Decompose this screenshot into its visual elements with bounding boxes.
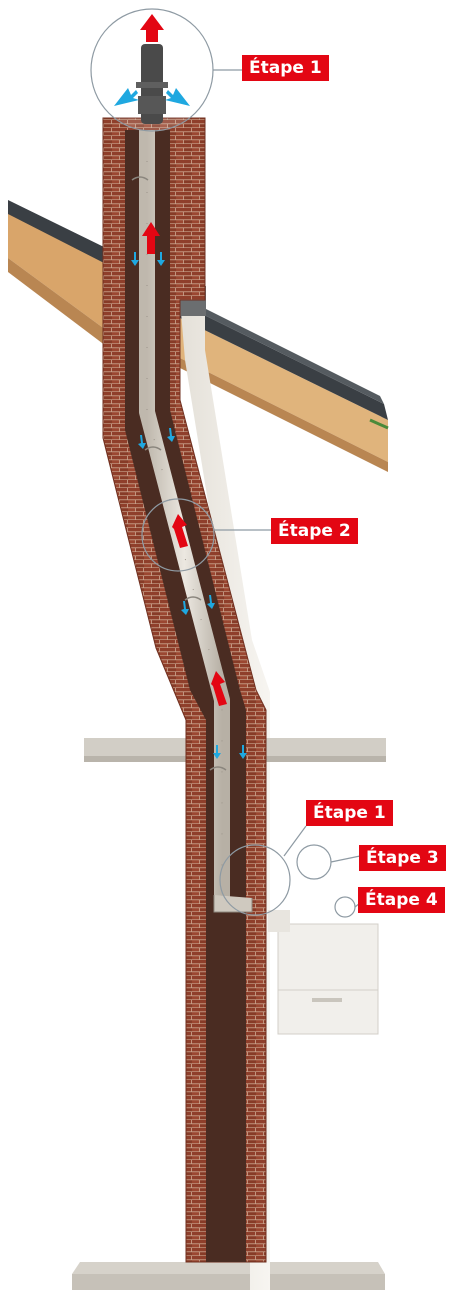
boiler [268,910,378,1034]
step-3-label: Étape 3 [359,845,446,871]
brick-chimney [103,118,266,1262]
step-4-label: Étape 4 [358,887,445,913]
step-2-label: Étape 2 [271,518,358,544]
bottom-slab [72,1262,385,1290]
step-1-bottom-label: Étape 1 [306,800,393,826]
step-1-top-label: Étape 1 [242,55,329,81]
